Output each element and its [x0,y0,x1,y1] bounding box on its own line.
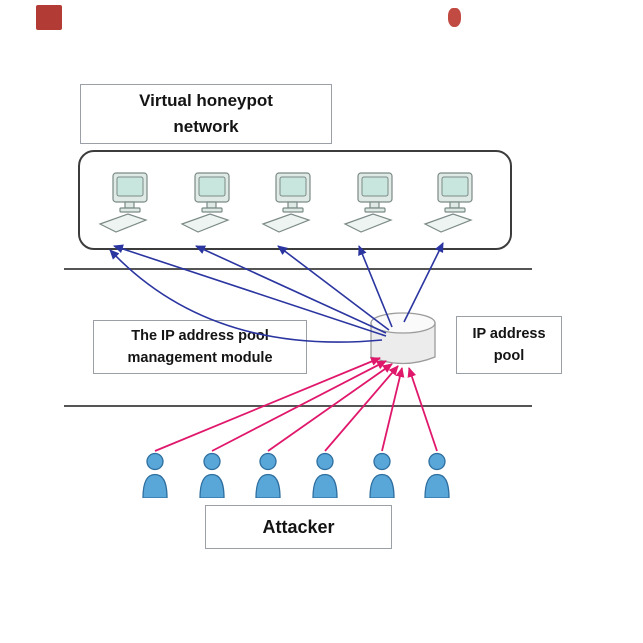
attacker-icon [424,452,450,498]
honeypot-network-label-text: Virtual honeypot network [139,91,273,136]
attacker-label: Attacker [205,505,392,549]
network-boundary-line-bottom [64,405,532,407]
attacker-icon [312,452,338,498]
artifact-mark-left [36,5,62,30]
arrow-pool-to-honeypot-5 [403,242,444,323]
attacker-icon [199,452,225,498]
computer-icon [343,172,393,233]
computer-icon [180,172,230,233]
attacker-icon [369,452,395,498]
attacker-label-text: Attacker [262,516,335,537]
attacker-icon [142,452,168,498]
arrow-attacker-5-to-pool [381,367,405,452]
arrow-attacker-3-to-pool [267,363,393,452]
arrow-attacker-6-to-pool [407,367,438,452]
management-module-label-text: The IP address pool management module [127,328,273,366]
computer-icon [423,172,473,233]
ip-pool-label-text: IP address pool [472,326,546,364]
computer-icon [98,172,148,233]
network-boundary-line-top [64,268,532,270]
ip-pool-cylinder-icon [370,312,436,365]
arrow-attacker-4-to-pool [324,365,399,452]
management-module-label: The IP address pool management module [93,320,307,374]
attacker-icon [255,452,281,498]
honeypot-network-label: Virtual honeypot network [80,84,332,144]
artifact-mark-right [448,8,461,27]
computer-icon [261,172,311,233]
ip-pool-label: IP address pool [456,316,562,374]
